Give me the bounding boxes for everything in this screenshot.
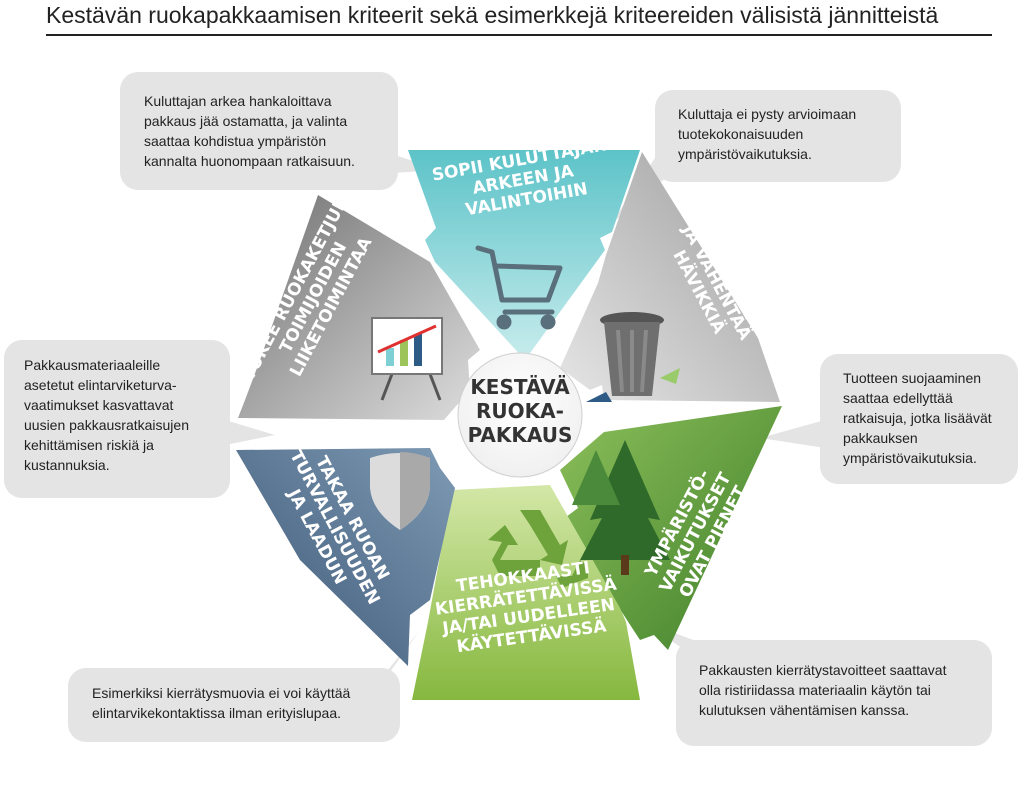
text-line: Esimerkiksi kierrätysmuovia ei voi käytt… — [92, 685, 351, 701]
text-line: saattaa edellyttää — [843, 390, 953, 406]
title-underline — [46, 34, 992, 36]
segment-recycle — [412, 485, 640, 700]
text-line: olla ristiriidassa materiaalin käytön ta… — [699, 682, 931, 698]
text-line: pakkaus jää ostamatta, ja valinta — [144, 113, 347, 129]
text-line: ratkaisuja, jotka lisäävät — [843, 410, 992, 426]
bubble-b5: Esimerkiksi kierrätysmuovia ei voi käytt… — [68, 630, 420, 742]
bubble-b1: Kuluttajan arkea hankaloittava pakkaus jä… — [120, 72, 440, 190]
text-line: Pakkausmateriaaleille — [24, 357, 160, 373]
center-circle — [457, 352, 583, 478]
text-line: vaatimukset kasvattavat — [24, 397, 174, 413]
bubble-b3: Tuotteen suojaaminen saattaa edellyttää ra… — [760, 354, 1018, 484]
text-line: uusien pakkausratkaisujen — [24, 417, 189, 433]
text-line: ympäristövaikutuksia. — [843, 450, 977, 466]
fir-trees-icon — [572, 440, 670, 575]
text-line: KESTÄVÄ — [470, 375, 570, 399]
text-line: kannalta huonompaan ratkaisuun. — [144, 153, 355, 169]
text-line: Kuluttajan arkea hankaloittava — [144, 93, 332, 109]
bubble-b4: Pakkausten kierrätystavoitteet saattavat… — [640, 620, 992, 746]
text-line: pakkauksen — [843, 430, 918, 446]
text-line: kulutuksen vähentämisen kanssa. — [699, 702, 909, 718]
page-title: Kestävän ruokapakkaamisen kriteerit sekä… — [46, 2, 939, 28]
text-line: ympäristövaikutuksia. — [678, 146, 812, 162]
segment-consumer — [408, 150, 640, 360]
svg-text:Esimerkiksi kierrätysmuovia ei: Esimerkiksi kierrätysmuovia ei voi käytt… — [92, 685, 351, 721]
text-line: PAKKAUS — [468, 423, 573, 447]
text-line: Pakkausten kierrätystavoitteet saattavat — [699, 662, 947, 678]
text-line: Tuotteen suojaaminen — [843, 370, 981, 386]
trash-can-icon — [586, 312, 680, 402]
segment-label-recycle: TEHOKKAASTIKIERRÄTETTÄVISSÄJA/TAI UUDELL… — [431, 555, 624, 660]
text-line: tuotekokonaisuuden — [678, 126, 803, 142]
svg-text:Pakkausten kierrätystavoitteet: Pakkausten kierrätystavoitteet saattavat… — [699, 662, 947, 718]
shopping-cart-icon — [475, 245, 563, 330]
chart-easel-icon — [371, 317, 443, 401]
text-line: saattaa kohdistua ympäristön — [144, 133, 326, 149]
bubble-b6: Pakkausmateriaaleille asetetut elintarvik… — [4, 340, 275, 498]
text-line: elintarvikekontaktissa ilman erityislupa… — [92, 705, 341, 721]
text-line: RUOKA- — [476, 399, 564, 423]
text-line: Kuluttaja ei pysty arvioimaan — [678, 106, 856, 122]
shield-icon — [370, 452, 430, 530]
recycle-icon — [488, 510, 588, 588]
text-line: asetetut elintarviketurva- — [24, 377, 177, 393]
text-line: kehittämisen riskiä ja — [24, 437, 154, 453]
svg-text:Kuluttajan arkea hankaloittava: Kuluttajan arkea hankaloittava pakkaus jä… — [144, 93, 355, 169]
text-line: kustannuksia. — [24, 457, 110, 473]
